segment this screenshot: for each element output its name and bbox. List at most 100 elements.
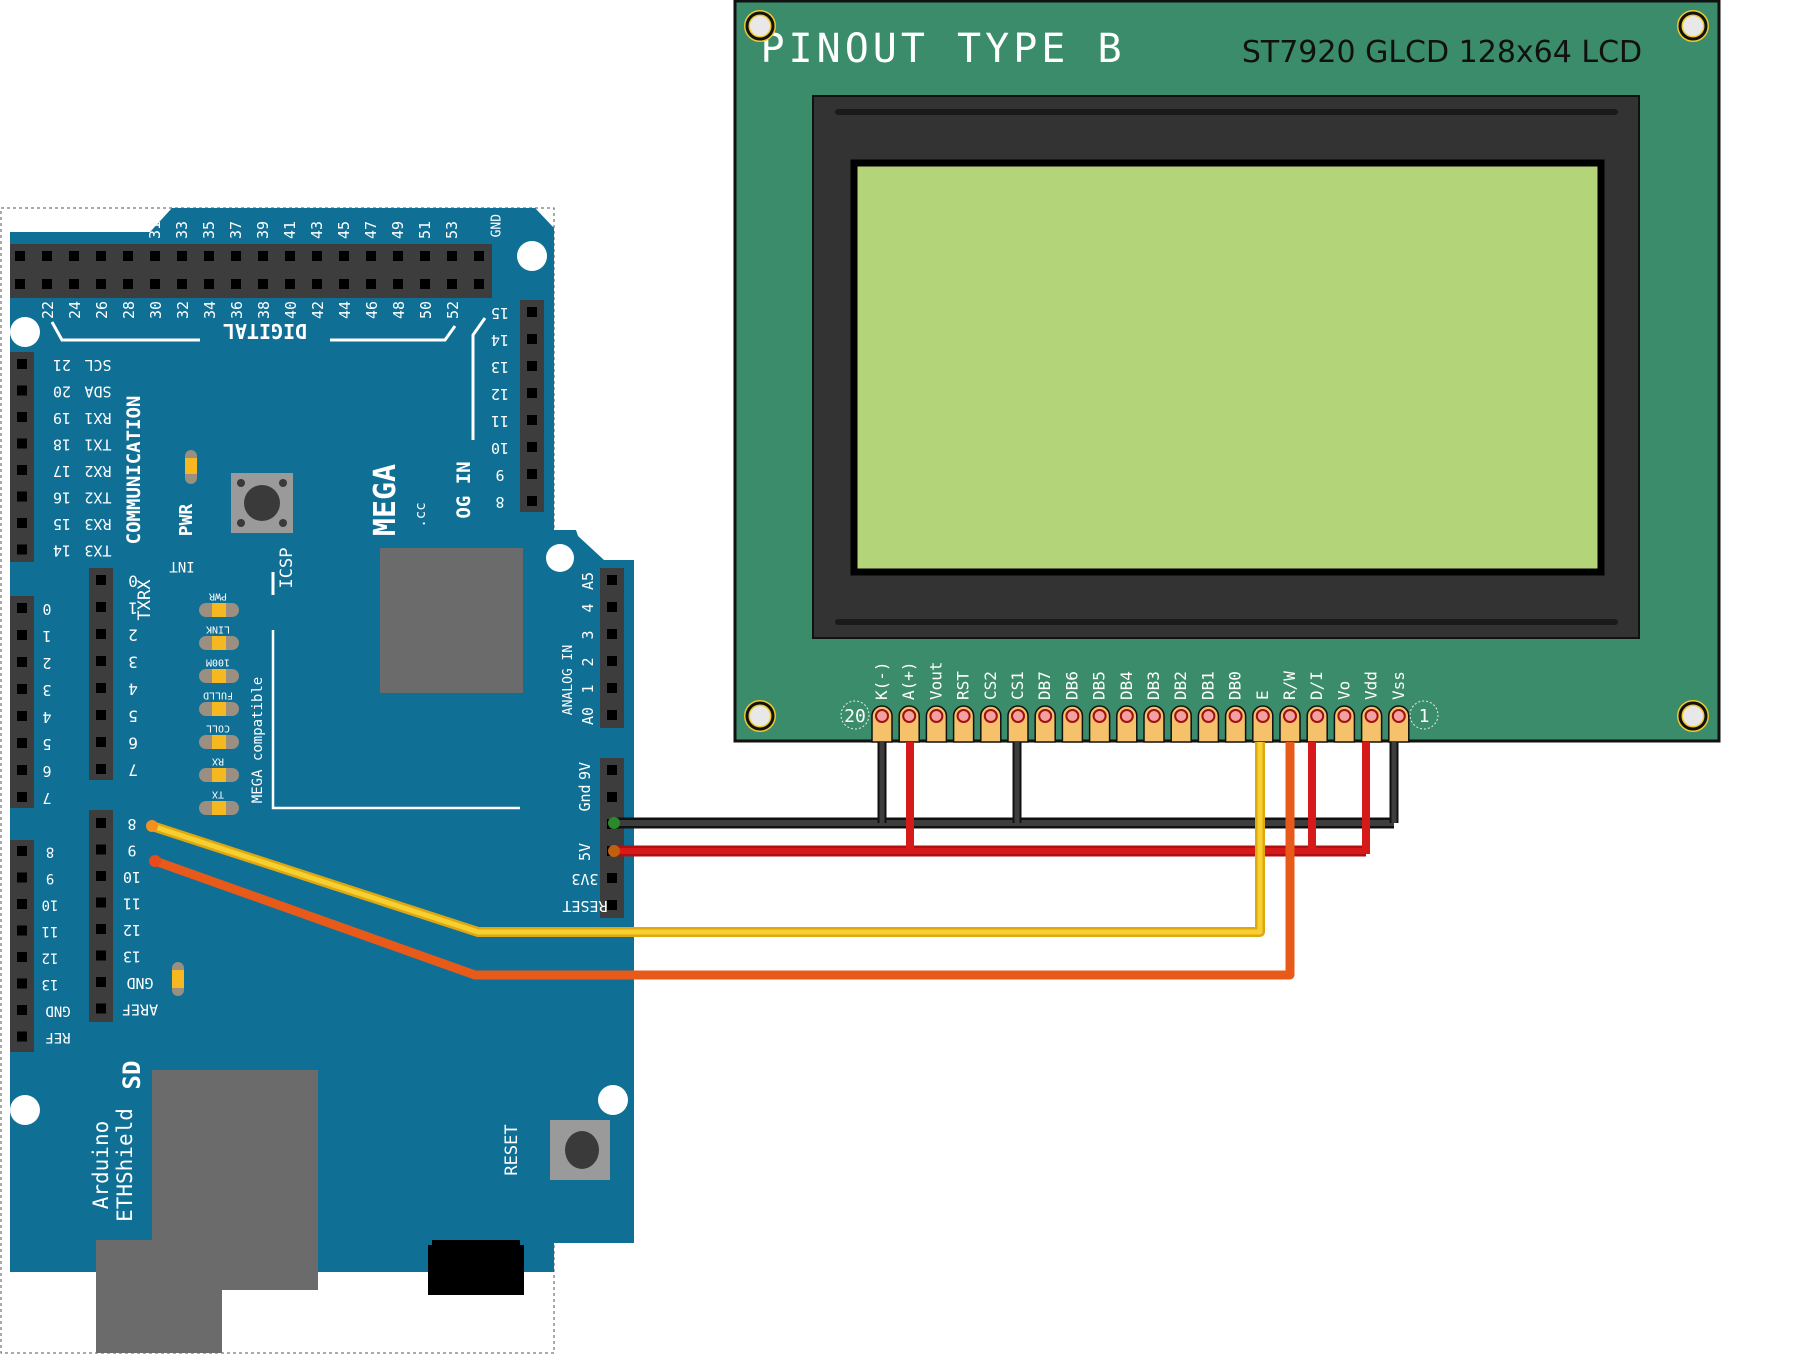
analog-header-pin[interactable] — [607, 629, 617, 639]
right-header-pin[interactable] — [527, 415, 537, 425]
lcd-pin[interactable] — [1224, 705, 1247, 743]
analog-header-pin[interactable] — [607, 602, 617, 612]
right-header-pin[interactable] — [527, 496, 537, 506]
pwm-header-pin[interactable] — [17, 952, 27, 962]
comm-header-pin[interactable] — [17, 491, 27, 502]
power-header-pin[interactable] — [607, 900, 617, 910]
shield-header-pin[interactable] — [96, 710, 106, 720]
top-header-pin[interactable] — [285, 279, 295, 289]
right-header-pin[interactable] — [527, 469, 537, 479]
top-header-pin[interactable] — [339, 251, 349, 261]
analog-header-pin[interactable] — [607, 683, 617, 693]
pwm-header-pin[interactable] — [17, 872, 27, 883]
lcd-pin[interactable] — [1360, 705, 1383, 743]
top-header-pin[interactable] — [474, 279, 484, 289]
shield-header-pin[interactable] — [96, 1003, 106, 1014]
top-header-pin[interactable] — [15, 251, 25, 261]
top-header-pin[interactable] — [204, 251, 214, 261]
power-header-pin[interactable] — [607, 873, 617, 883]
mega-reset-button[interactable] — [231, 473, 293, 533]
shield-header-pin[interactable] — [96, 629, 106, 639]
comm-header-pin[interactable] — [17, 412, 27, 422]
lcd-pin[interactable] — [1061, 705, 1084, 743]
lcd-pin[interactable] — [980, 705, 1002, 743]
pwm-header-pin[interactable] — [17, 657, 27, 667]
shield-header-pin[interactable] — [96, 737, 106, 747]
lcd-pin[interactable] — [871, 705, 893, 743]
pwm-header-pin[interactable] — [17, 738, 27, 748]
shield-header-pin[interactable] — [96, 683, 106, 693]
top-header-pin[interactable] — [150, 279, 160, 289]
pwm-header-pin[interactable] — [17, 846, 27, 856]
top-header-pin[interactable] — [420, 251, 430, 261]
lcd-pin[interactable] — [1088, 705, 1111, 743]
wire-pin8[interactable] — [146, 742, 1265, 937]
shield-header-pin[interactable] — [96, 977, 106, 987]
shield-header-pin[interactable] — [96, 871, 106, 881]
shield-header-pin[interactable] — [96, 924, 106, 934]
top-header-pin[interactable] — [393, 251, 403, 261]
pwm-header-pin[interactable] — [17, 1005, 27, 1015]
pwm-header-pin[interactable] — [17, 792, 27, 802]
lcd-pin[interactable] — [1333, 705, 1356, 743]
pwm-header-pin[interactable] — [17, 899, 27, 909]
top-header-pin[interactable] — [474, 251, 484, 261]
power-header-pin[interactable] — [607, 765, 617, 775]
lcd-pin[interactable] — [898, 705, 920, 743]
lcd-pin[interactable] — [1197, 705, 1220, 743]
top-header-pin[interactable] — [96, 251, 106, 261]
top-header-pin[interactable] — [177, 279, 187, 289]
pwm-header-pin[interactable] — [17, 603, 27, 613]
top-header-pin[interactable] — [312, 251, 322, 261]
lcd-pin[interactable] — [1007, 705, 1029, 743]
lcd-pin[interactable] — [1170, 705, 1192, 743]
wire-5v[interactable] — [614, 742, 1370, 857]
top-header-pin[interactable] — [69, 279, 79, 289]
shield-header-pin[interactable] — [96, 656, 106, 666]
comm-header-pin[interactable] — [17, 465, 27, 475]
top-header-pin[interactable] — [231, 251, 241, 261]
wire-gnd[interactable] — [614, 742, 1399, 829]
lcd-pin[interactable] — [1279, 705, 1301, 743]
top-header-pin[interactable] — [366, 251, 376, 261]
right-header-pin[interactable] — [527, 307, 537, 317]
top-header-pin[interactable] — [204, 279, 214, 289]
right-header-pin[interactable] — [527, 442, 537, 452]
pwm-header-pin[interactable] — [17, 684, 27, 694]
comm-header-pin[interactable] — [17, 544, 27, 555]
top-header-pin[interactable] — [366, 279, 376, 289]
pwm-header-pin[interactable] — [17, 630, 27, 640]
top-header-pin[interactable] — [42, 251, 52, 261]
top-header-pin[interactable] — [393, 279, 403, 289]
shield-header-pin[interactable] — [96, 818, 106, 828]
right-header-pin[interactable] — [527, 334, 537, 344]
analog-header-pin[interactable] — [607, 656, 617, 666]
lcd-pin[interactable] — [925, 705, 948, 743]
analog-header-pin[interactable] — [607, 575, 617, 585]
top-header-pin[interactable] — [150, 251, 160, 261]
shield-header-pin[interactable] — [96, 844, 106, 855]
lcd-pin[interactable] — [1034, 705, 1056, 743]
comm-header-pin[interactable] — [17, 438, 27, 449]
top-header-pin[interactable] — [258, 251, 268, 261]
shield-reset-button[interactable] — [550, 1120, 610, 1180]
pwm-header-pin[interactable] — [17, 765, 27, 775]
lcd-pin[interactable] — [1388, 705, 1410, 743]
lcd-pin[interactable] — [1143, 705, 1165, 743]
top-header-pin[interactable] — [42, 279, 52, 289]
shield-header-pin[interactable] — [96, 897, 106, 908]
top-header-pin[interactable] — [231, 279, 241, 289]
lcd-pin[interactable] — [1116, 705, 1138, 743]
shield-header-pin[interactable] — [96, 764, 106, 774]
top-header-pin[interactable] — [123, 251, 133, 261]
top-header-pin[interactable] — [96, 279, 106, 289]
top-header-pin[interactable] — [447, 279, 457, 289]
shield-header-pin[interactable] — [96, 602, 106, 612]
lcd-pin[interactable] — [1252, 705, 1274, 743]
top-header-pin[interactable] — [177, 251, 187, 261]
top-header-pin[interactable] — [15, 279, 25, 289]
power-header-pin[interactable] — [607, 792, 617, 802]
top-header-pin[interactable] — [285, 251, 295, 261]
shield-header-pin[interactable] — [96, 950, 106, 961]
right-header-pin[interactable] — [527, 361, 537, 371]
